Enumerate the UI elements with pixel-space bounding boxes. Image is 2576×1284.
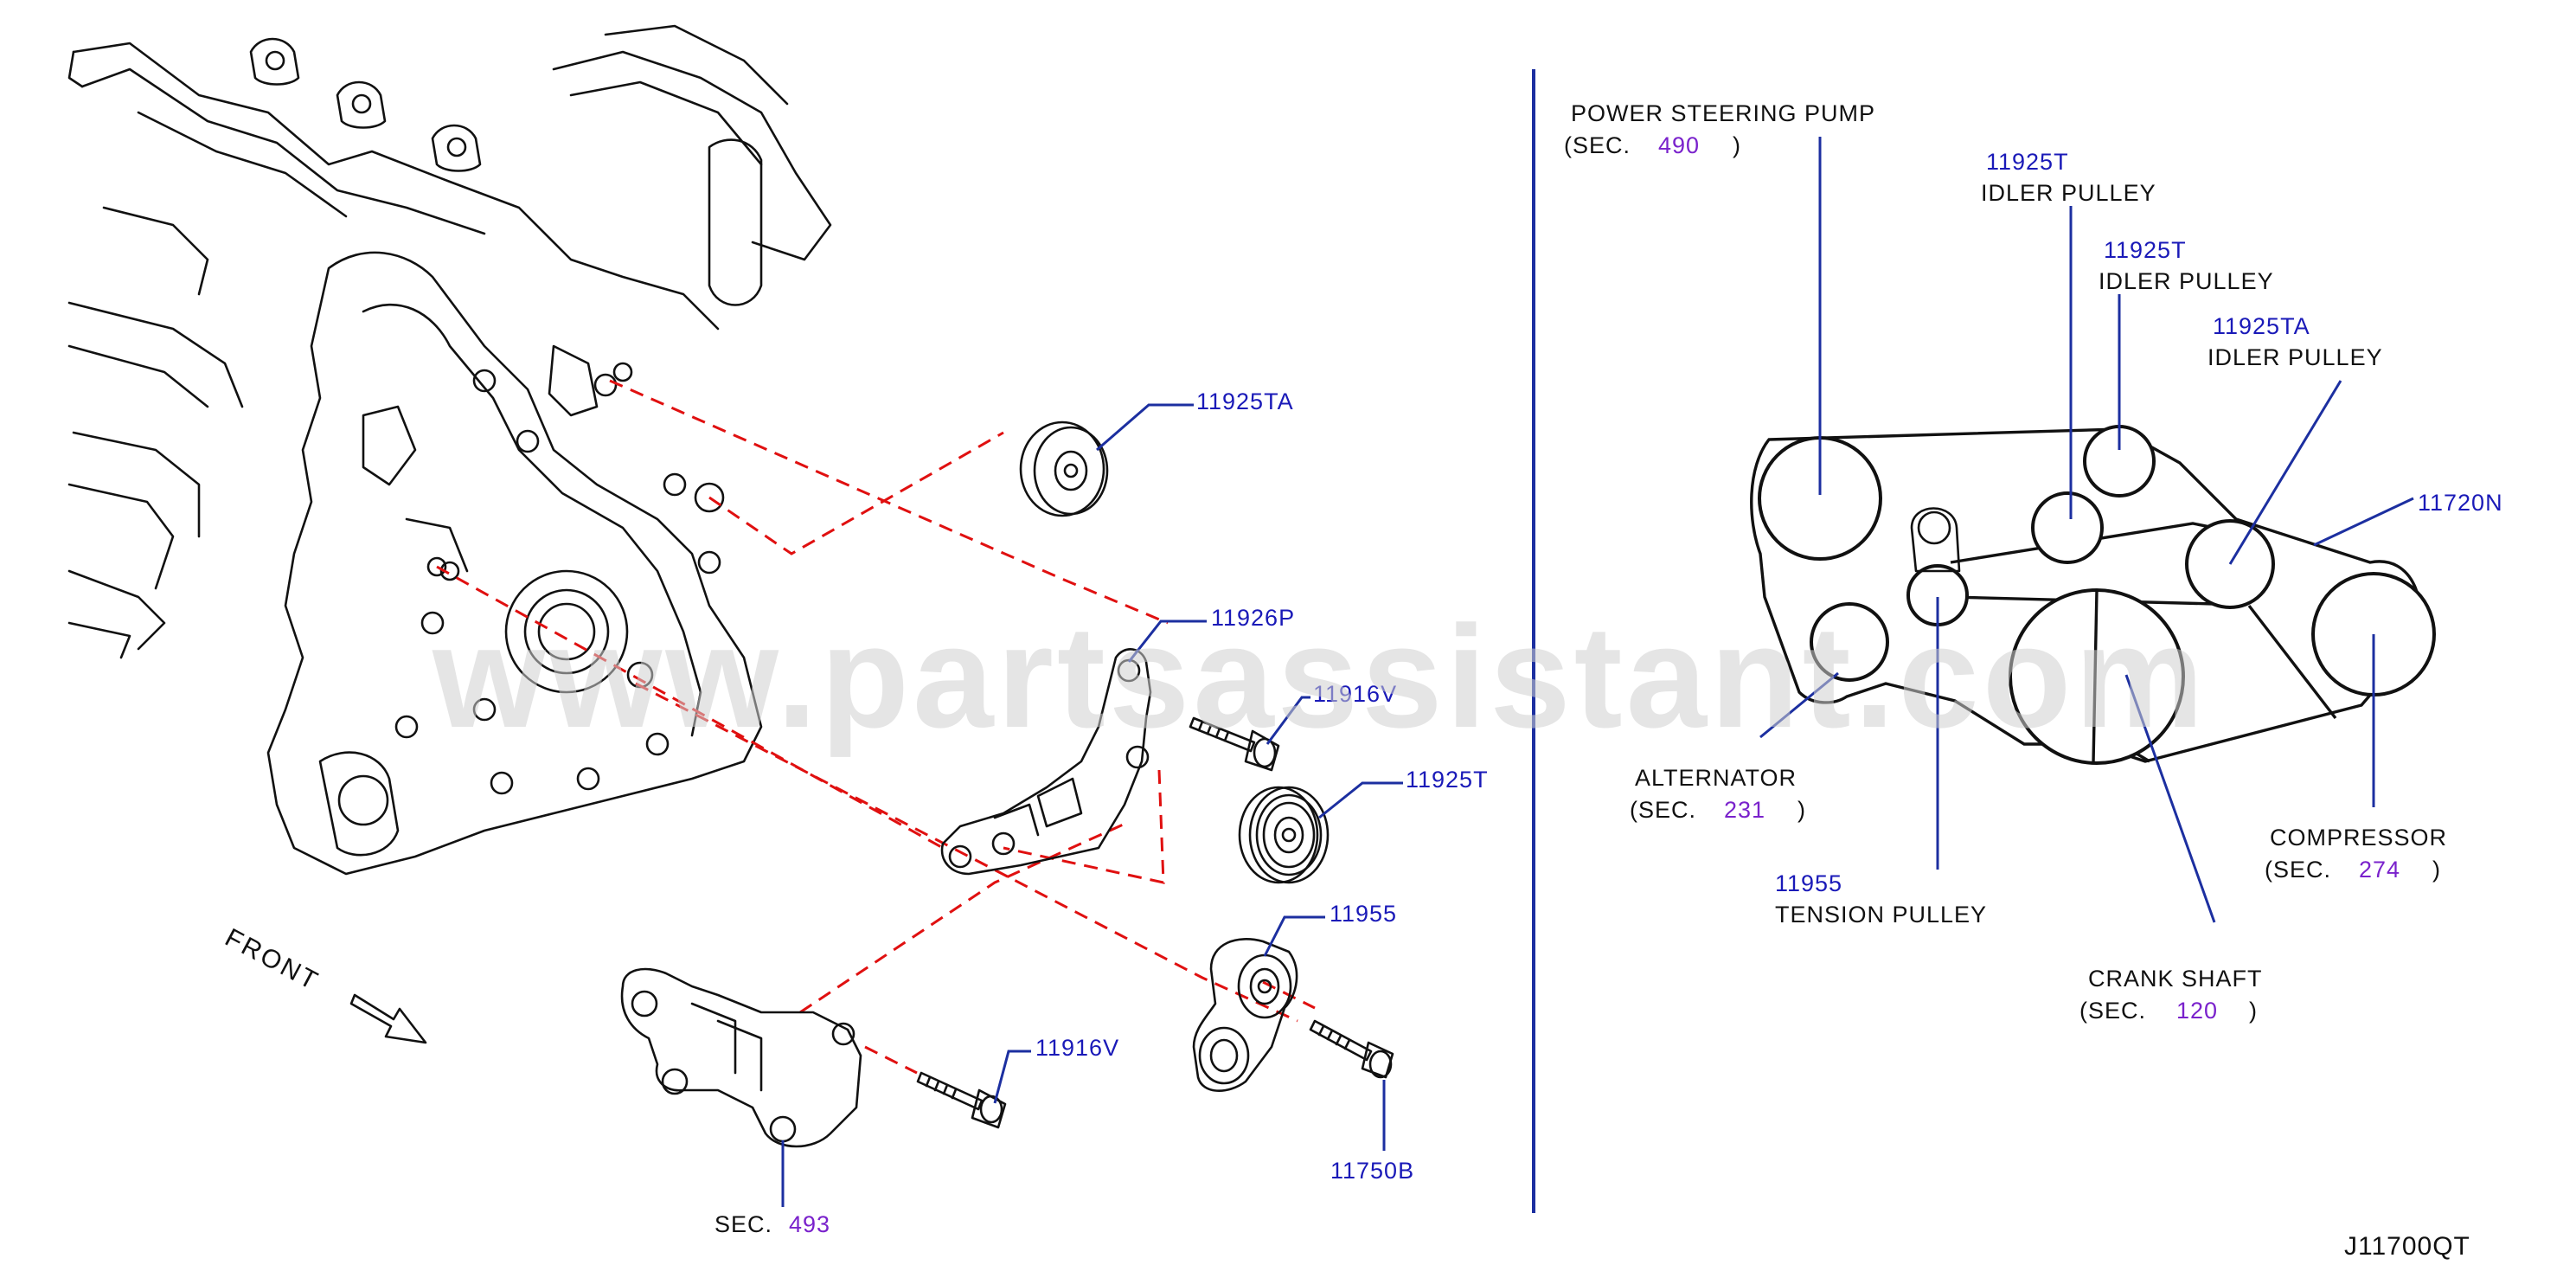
label-belt-11720n: 11720N (2418, 490, 2503, 516)
label-idler2-part: 11925T (2104, 237, 2187, 263)
label-tension-name: TENSION PULLEY (1775, 902, 1987, 928)
label-idler3-name: IDLER PULLEY (2208, 344, 2383, 370)
part-label-11916v-upper: 11916V (1313, 681, 1397, 707)
label-comp-sec-close: ) (2432, 857, 2441, 883)
idler-pulley-11925ta (1019, 421, 1109, 517)
left-leader-lines (781, 403, 1403, 1207)
label-alt-sec-number: 231 (1724, 797, 1765, 823)
front-direction-indicator: FRONT (221, 923, 427, 1044)
label-ps-sec-number: 490 (1658, 132, 1700, 158)
label-comp-sec-open: (SEC. (2265, 857, 2331, 883)
label-alternator: ALTERNATOR (1635, 765, 1797, 791)
label-crank-sec-open: (SEC. (2079, 998, 2146, 1024)
tensioner-arm (1910, 507, 1961, 573)
label-crank-shaft: CRANK SHAFT (2088, 966, 2263, 992)
label-ps-sec-open: (SEC. (1564, 132, 1631, 158)
sec-493-prefix: SEC. (714, 1211, 772, 1237)
part-label-11925t: 11925T (1406, 767, 1489, 793)
label-idler1-name: IDLER PULLEY (1981, 180, 2156, 206)
belt-routing-schematic (1750, 425, 2436, 765)
sec-493-number: 493 (789, 1211, 830, 1237)
tensioner-pivot (1917, 510, 1951, 545)
label-ps-sec-close: ) (1733, 132, 1741, 158)
front-arrow-icon (349, 993, 427, 1044)
front-label: FRONT (221, 923, 324, 997)
part-label-11925ta: 11925TA (1196, 388, 1294, 414)
part-label-11955: 11955 (1330, 901, 1397, 927)
alternator-pulley (1810, 602, 1889, 682)
label-idler3-part: 11925TA (2213, 313, 2310, 339)
label-crank-sec-close: ) (2249, 998, 2258, 1024)
label-idler1-part: 11925T (1986, 149, 2069, 175)
idler-pulley-11925t (1238, 786, 1330, 884)
label-comp-sec-number: 274 (2359, 857, 2400, 883)
bolt-11916v-lower (916, 1071, 1007, 1129)
idler-pulley-upper-1 (2031, 491, 2104, 564)
watermark-text: www.partsassistant.com (432, 595, 2208, 758)
engine-front-cover-drawing (67, 24, 832, 876)
label-alt-sec-close: ) (1797, 797, 1806, 823)
part-label-11916v-lower: 11916V (1035, 1035, 1119, 1061)
bolt-11750b (1309, 1019, 1394, 1079)
part-label-11926p: 11926P (1211, 605, 1295, 631)
tensioner-11955 (1192, 938, 1298, 1092)
drive-belt (1750, 427, 2422, 763)
part-label-11750b: 11750B (1330, 1158, 1414, 1184)
label-alt-sec-open: (SEC. (1630, 797, 1696, 823)
label-compressor: COMPRESSOR (2270, 825, 2447, 851)
right-leader-lines (1759, 137, 2414, 923)
label-tension-part: 11955 (1775, 870, 1842, 896)
label-crank-sec-number: 120 (2176, 998, 2218, 1024)
diagram-id: J11700QT (2344, 1232, 2470, 1261)
label-power-steering-pump: POWER STEERING PUMP (1571, 100, 1875, 126)
engine-mount-bracket (620, 967, 862, 1148)
label-idler2-name: IDLER PULLEY (2099, 268, 2274, 294)
